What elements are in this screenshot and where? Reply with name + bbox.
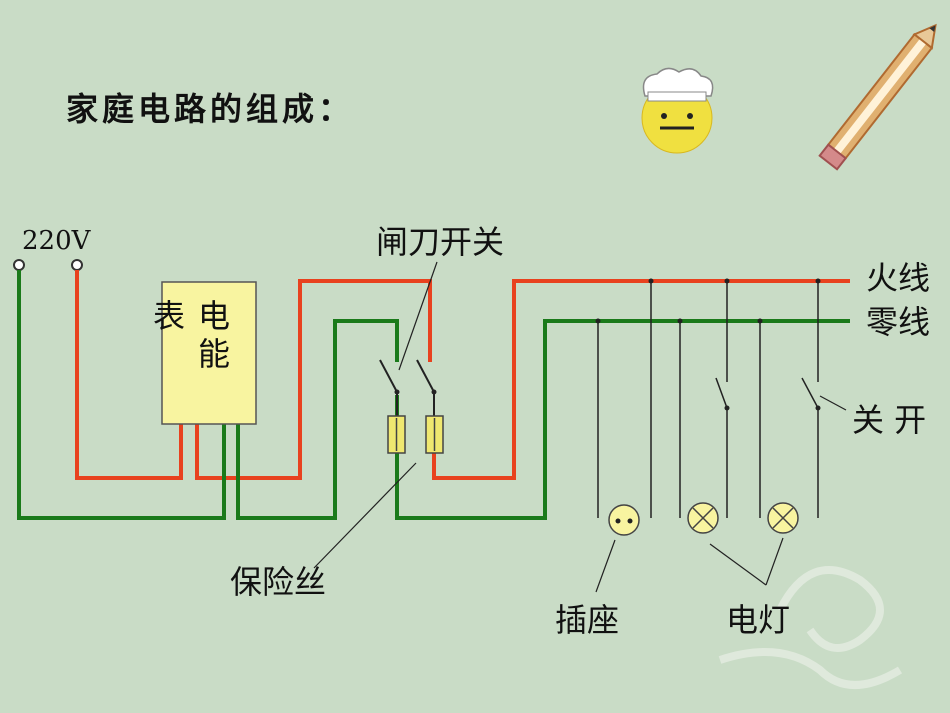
knife-switch-label: 闸刀开关 [376,223,505,261]
fuse-label: 保险丝 [230,563,327,601]
fuses [387,415,444,454]
branch-wires [597,281,819,518]
energy-meter [161,281,257,425]
live-wire [75,270,850,480]
switch-label: 关 开 [852,401,927,439]
knife-switch [379,359,435,416]
voltage-label: 220V [22,226,91,256]
live-line-label: 火线 [866,259,931,297]
neutral-wire [17,270,850,520]
page-title: 家庭电路的组成： [66,90,355,128]
meter-label-char-3: 能 [198,335,231,373]
meter-label-char-1: 表 [153,297,186,335]
meter-label-char-2: 电 [198,297,231,335]
socket-label: 插座 [555,601,620,639]
smiley-chef-icon [641,67,714,154]
terminal-right [71,259,83,271]
junction-dots [595,278,821,411]
lamp-1 [687,502,719,534]
leader-lines [313,261,847,593]
background-swirl-decoration [718,566,903,689]
terminal-left [13,259,25,271]
socket [608,504,640,536]
lamp-label: 电灯 [726,601,791,639]
neutral-line-label: 零线 [866,303,931,341]
pencil-icon [818,23,937,171]
lamp-2 [767,502,799,534]
